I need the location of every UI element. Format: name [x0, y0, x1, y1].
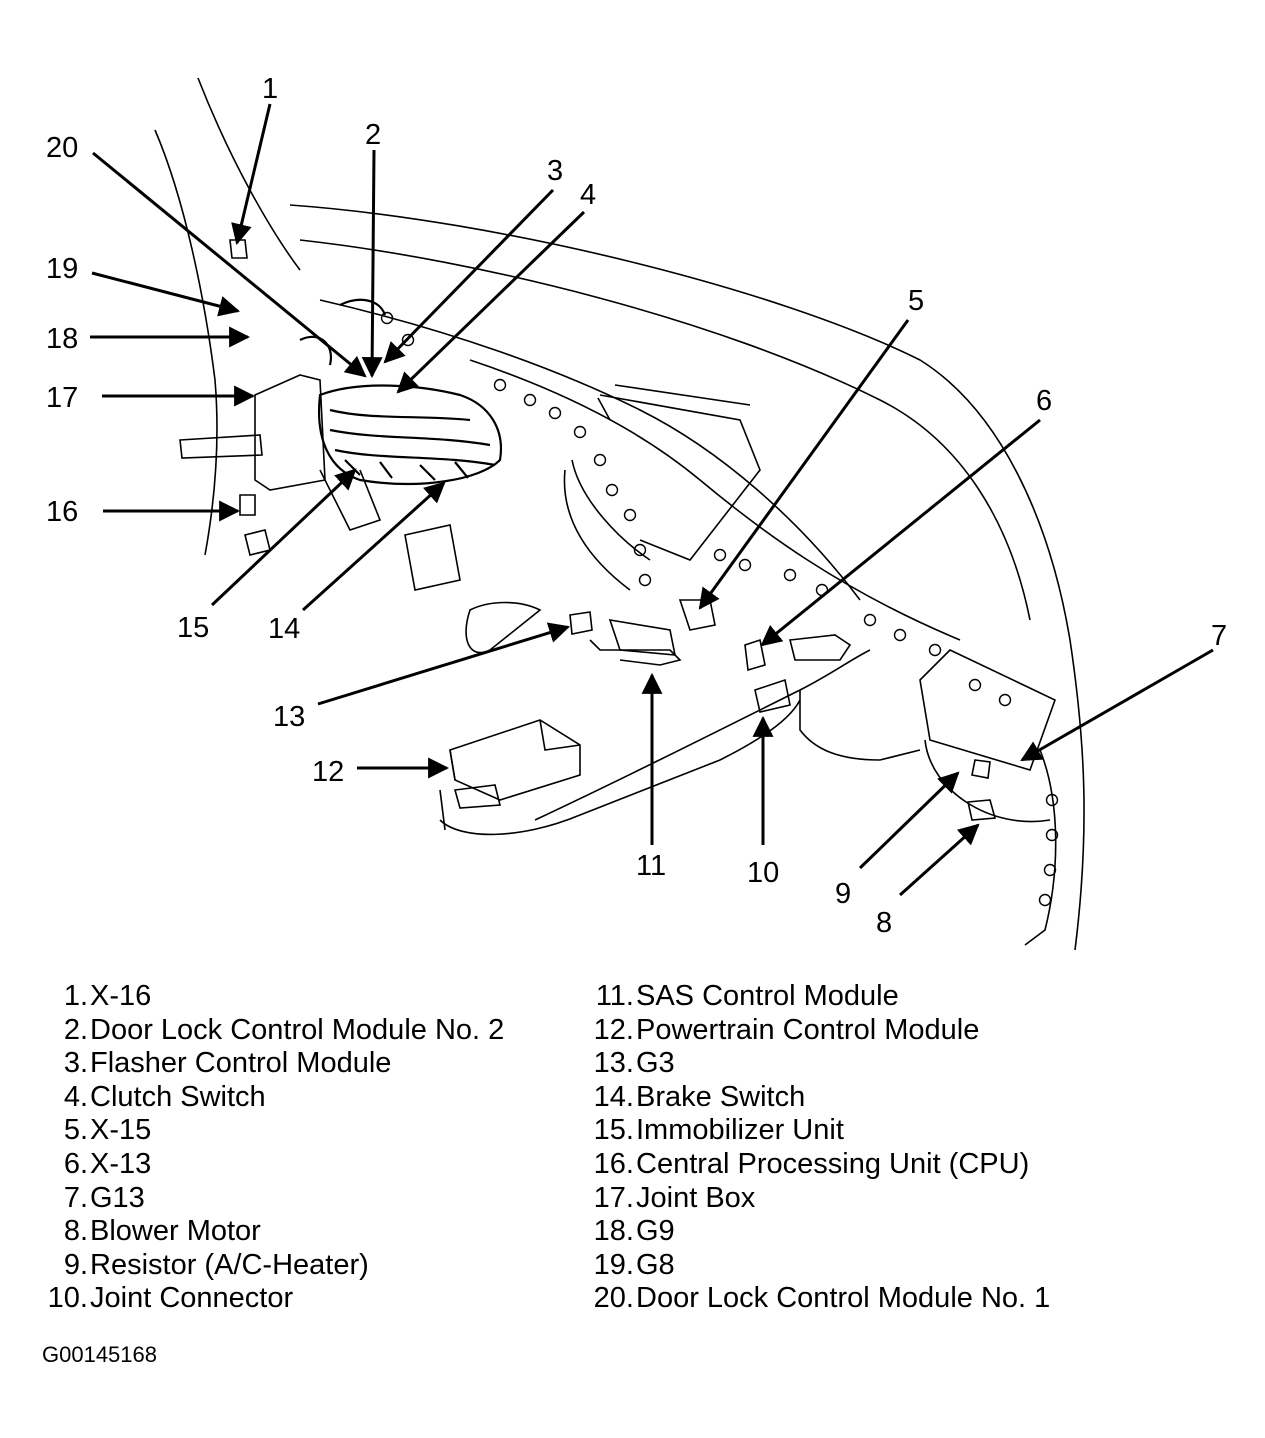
callout-4: 4 [580, 179, 596, 211]
callout-16: 16 [46, 496, 78, 528]
legend-item: 9. Resistor (A/C-Heater) [30, 1249, 504, 1283]
callout-7: 7 [1211, 620, 1227, 652]
legend-item: 2. Door Lock Control Module No. 2 [30, 1014, 504, 1048]
legend-label: Clutch Switch [90, 1080, 266, 1113]
callout-1: 1 [262, 73, 278, 105]
legend-label: Brake Switch [636, 1080, 806, 1113]
legend-number: 20. [593, 1282, 634, 1315]
legend-item: 5. X-15 [30, 1114, 504, 1148]
callout-18: 18 [46, 323, 78, 355]
legend-item: 15. Immobilizer Unit [578, 1114, 1050, 1148]
legend-item: 7. G13 [30, 1182, 504, 1216]
legend-label: Central Processing Unit (CPU) [636, 1147, 1030, 1180]
legend-left-column: 1. X-16 2. Door Lock Control Module No. … [30, 980, 505, 1316]
legend-number: 3. [63, 1047, 88, 1080]
legend-number: 17. [593, 1181, 634, 1214]
legend-number: 19. [593, 1248, 634, 1281]
legend-number: 13. [593, 1047, 634, 1080]
legend-label: Flasher Control Module [90, 1047, 392, 1080]
legend-item: 17. Joint Box [578, 1182, 1050, 1216]
legend-number: 14. [593, 1080, 634, 1113]
callout-13: 13 [273, 701, 305, 733]
legend-number: 9. [63, 1248, 88, 1281]
legend-label: Door Lock Control Module No. 2 [90, 1013, 505, 1046]
legend-item: 19. G8 [578, 1249, 1050, 1283]
callout-6: 6 [1036, 385, 1052, 417]
legend-label: G8 [636, 1248, 675, 1281]
legend-item: 14. Brake Switch [578, 1081, 1050, 1115]
legend-number: 12. [593, 1013, 634, 1046]
legend-number: 18. [593, 1215, 634, 1248]
legend-label: Joint Box [636, 1181, 756, 1214]
callout-8: 8 [876, 907, 892, 939]
legend-number: 7. [63, 1181, 88, 1214]
callout-3: 3 [547, 155, 563, 187]
legend-item: 20. Door Lock Control Module No. 1 [578, 1282, 1051, 1316]
legend-label: G3 [636, 1047, 675, 1080]
legend-item: 18. G9 [578, 1215, 1050, 1249]
legend-label: Joint Connector [90, 1282, 294, 1315]
legend-label: Blower Motor [90, 1215, 261, 1248]
legend-item: 11. SAS Control Module [578, 980, 1050, 1014]
callout-9: 9 [835, 878, 851, 910]
dashboard-rivet-dots [380, 311, 1059, 907]
callout-20: 20 [46, 132, 78, 164]
legend-number: 11. [595, 980, 634, 1012]
legend-number: 1. [63, 980, 88, 1012]
legend-label: X-13 [90, 1147, 152, 1180]
legend-item: 13. G3 [578, 1047, 1050, 1081]
legend-label: X-15 [90, 1114, 152, 1147]
legend-number: 2. [63, 1013, 88, 1046]
callout-12: 12 [312, 756, 344, 788]
legend-item: 12. Powertrain Control Module [578, 1014, 1050, 1048]
callout-17: 17 [46, 382, 78, 414]
callout-leader-lines [90, 103, 1214, 897]
legend-item: 4. Clutch Switch [30, 1081, 504, 1115]
dashboard-outline [154, 77, 1085, 951]
legend-label: SAS Control Module [636, 980, 899, 1012]
legend-number: 10. [47, 1282, 88, 1315]
legend-number: 16. [593, 1147, 634, 1180]
dashboard-wiring-diagram: 1 2 3 4 5 6 7 8 9 10 11 12 13 14 15 16 1… [46, 73, 1227, 951]
callout-10: 10 [747, 857, 779, 889]
figure-id: G00145168 [42, 1342, 157, 1367]
legend-item: 3. Flasher Control Module [30, 1047, 504, 1081]
callout-19: 19 [46, 253, 78, 285]
legend-label: Resistor (A/C-Heater) [90, 1248, 369, 1281]
legend-label: Door Lock Control Module No. 1 [636, 1282, 1051, 1315]
callout-2: 2 [365, 119, 381, 151]
legend-number: 5. [63, 1114, 88, 1147]
legend-number: 8. [63, 1215, 88, 1248]
callout-15: 15 [177, 612, 209, 644]
callout-5: 5 [908, 285, 924, 317]
legend-label: Powertrain Control Module [636, 1013, 980, 1046]
legend-label: X-16 [90, 980, 152, 1012]
callout-numbers: 1 2 3 4 5 6 7 8 9 10 11 12 13 14 15 16 1… [46, 73, 1227, 939]
legend-label: G9 [636, 1215, 675, 1248]
legend-number: 15. [593, 1114, 634, 1147]
legend-label: Immobilizer Unit [636, 1114, 844, 1147]
legend-item: 16. Central Processing Unit (CPU) [578, 1148, 1050, 1182]
legend-number: 6. [63, 1147, 88, 1180]
legend-right-column: 11. SAS Control Module 12. Powertrain Co… [578, 980, 1051, 1316]
legend-label: G13 [90, 1181, 145, 1214]
callout-11: 11 [636, 850, 666, 882]
legend-item: 1. X-16 [30, 980, 504, 1014]
legend-item: 6. X-13 [30, 1148, 504, 1182]
legend-item: 10. Joint Connector [30, 1282, 504, 1316]
wiring-harness-cluster [299, 298, 503, 485]
legend-number: 4. [63, 1080, 88, 1113]
legend-item: 8. Blower Motor [30, 1215, 504, 1249]
callout-14: 14 [268, 613, 300, 645]
